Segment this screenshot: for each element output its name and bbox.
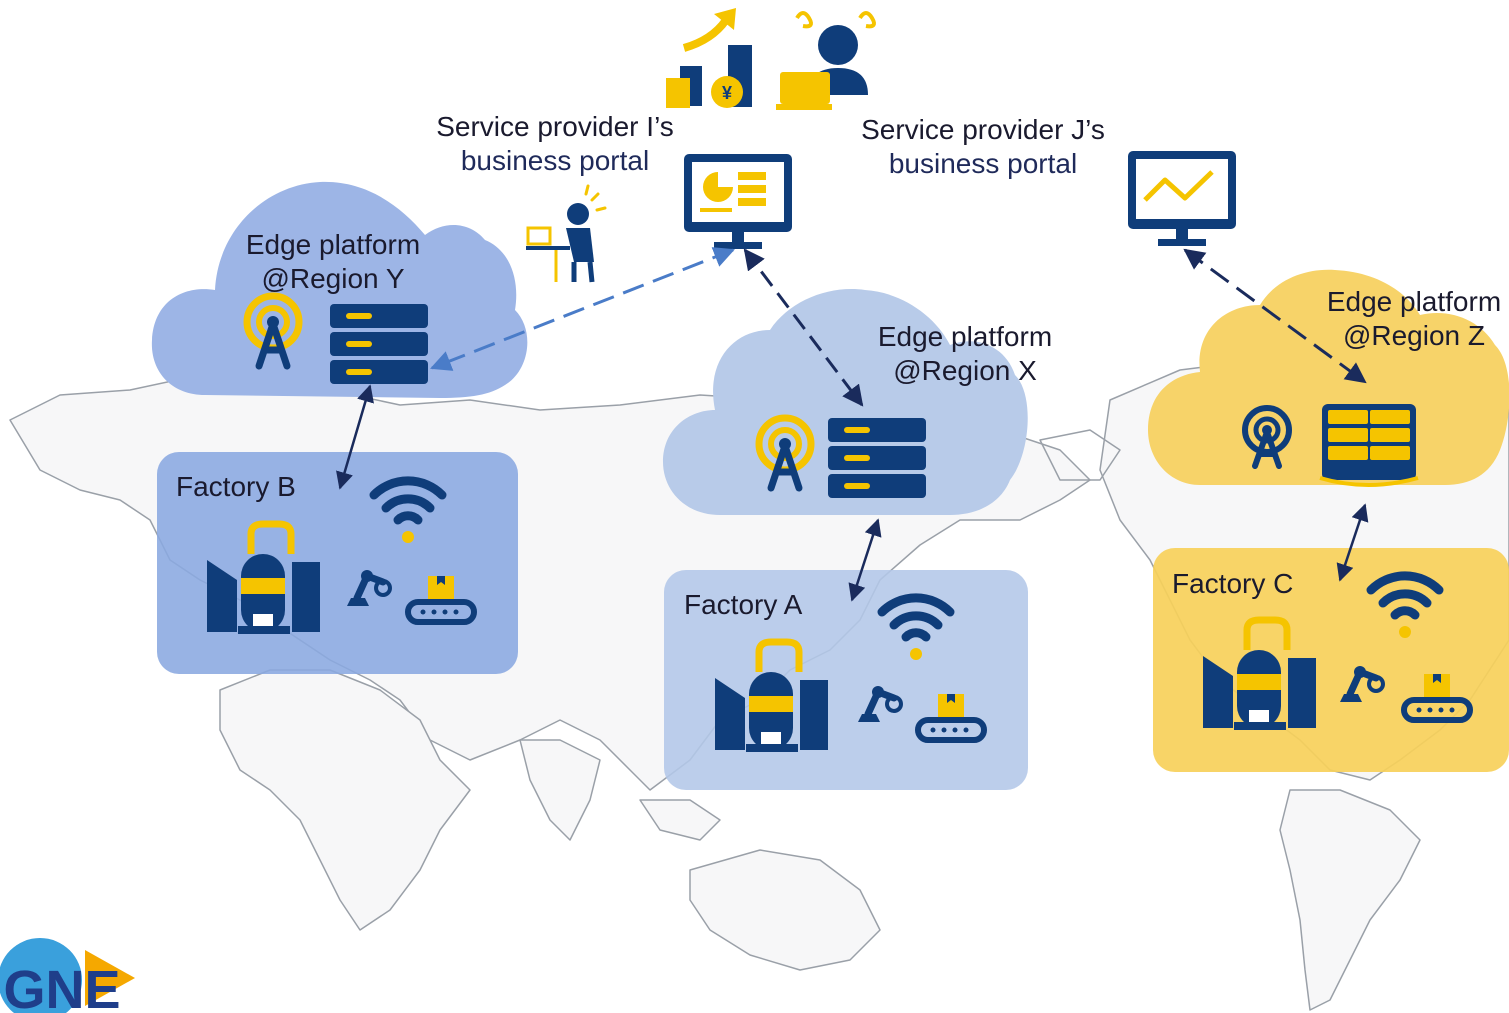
arrow-region-x-to-factory-a (848, 518, 882, 602)
platform-y-label: Edge platform @Region Y (218, 228, 448, 296)
map-australia (689, 849, 881, 971)
server-icon-x (828, 418, 926, 498)
yen-icon: ¥ (722, 83, 732, 103)
map-africa (219, 669, 471, 931)
factory-a-label: Factory A (684, 589, 803, 620)
map-greenland (1039, 429, 1121, 481)
factory-c-label: Factory C (1172, 568, 1294, 599)
platform-z-label: Edge platform @Region Z (1299, 285, 1509, 353)
portal-i-label-line2: business portal (460, 145, 650, 176)
logo-text: GNE (3, 960, 120, 1013)
platform-y-label-line1: Edge platform (245, 229, 421, 260)
logo: GNE (0, 938, 135, 1013)
arrow-region-y-to-factory-b (336, 384, 374, 490)
monitor-dashboard-icon-i (684, 154, 792, 249)
busy-worker-icon (776, 11, 876, 110)
arrow-portal-j-to-region-z (1183, 248, 1367, 384)
platform-y-label-line2: @Region Y (261, 263, 405, 294)
antenna-tower-icon-z (1242, 405, 1292, 469)
map-india (519, 739, 601, 841)
arrow-region-z-to-factory-c (1336, 503, 1369, 582)
platform-x-label-line1: Edge platform (877, 321, 1053, 352)
server-icon-y (330, 304, 428, 384)
arrow-portal-i-to-region-x (743, 248, 864, 407)
map-southeast-asia (639, 799, 721, 841)
revenue-chart-icon: ¥ (666, 8, 752, 108)
platform-z-label-line1: Edge platform (1326, 286, 1502, 317)
factory-b-label: Factory B (176, 471, 296, 502)
portal-j-label-line2: business portal (888, 148, 1078, 179)
server-rack-icon-z (1319, 404, 1419, 487)
person-at-desk-icon (526, 184, 607, 283)
portal-j-label: Service provider J’s business portal (828, 113, 1138, 181)
monitor-chart-icon-j (1128, 151, 1236, 246)
arrow-portal-i-to-region-y (430, 247, 735, 371)
platform-x-label-line2: @Region X (893, 355, 1037, 386)
platform-z-label-line2: @Region Z (1342, 320, 1486, 351)
portal-i-label-line1: Service provider I’s (436, 111, 674, 142)
portal-i-label: Service provider I’s business portal (400, 110, 710, 178)
map-south-america (1279, 789, 1421, 1011)
platform-x-label: Edge platform @Region X (850, 320, 1080, 388)
portal-j-label-line1: Service provider J’s (861, 114, 1105, 145)
